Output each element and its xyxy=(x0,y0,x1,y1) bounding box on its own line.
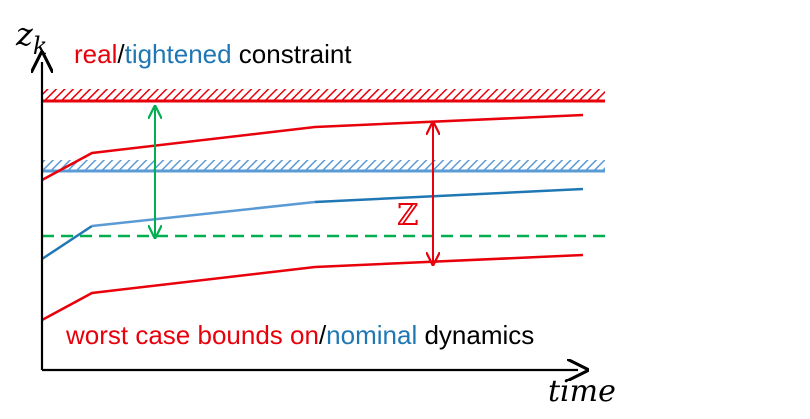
legend-dynamics: dynamics xyxy=(417,320,534,350)
legend-tightened: tightened xyxy=(125,39,232,69)
real-constraint xyxy=(42,89,605,103)
y-axis-symbol: z xyxy=(15,15,34,53)
legend-worst-case: worst case bounds on xyxy=(65,320,319,350)
legend-bottom-slash: / xyxy=(319,320,327,350)
legend-nominal: nominal xyxy=(326,320,417,350)
legend-real: real xyxy=(74,39,117,69)
nominal-dynamics xyxy=(41,187,584,261)
axes xyxy=(42,62,578,370)
legend-top: real/tightened constraint xyxy=(74,39,352,69)
lower-worst-case-bound xyxy=(41,253,584,322)
set-z-symbol: ℤ xyxy=(397,198,419,233)
legend-bottom: worst case bounds on/nominal dynamics xyxy=(65,320,534,350)
upper-worst-case-bound xyxy=(41,113,584,182)
y-axis-subscript: k xyxy=(33,32,48,60)
legend-top-slash: / xyxy=(117,39,125,69)
y-axis-label: zk xyxy=(15,15,47,60)
tightened-constraint xyxy=(42,160,605,173)
legend-constraint: constraint xyxy=(232,39,353,69)
x-axis-label: time xyxy=(548,374,616,409)
